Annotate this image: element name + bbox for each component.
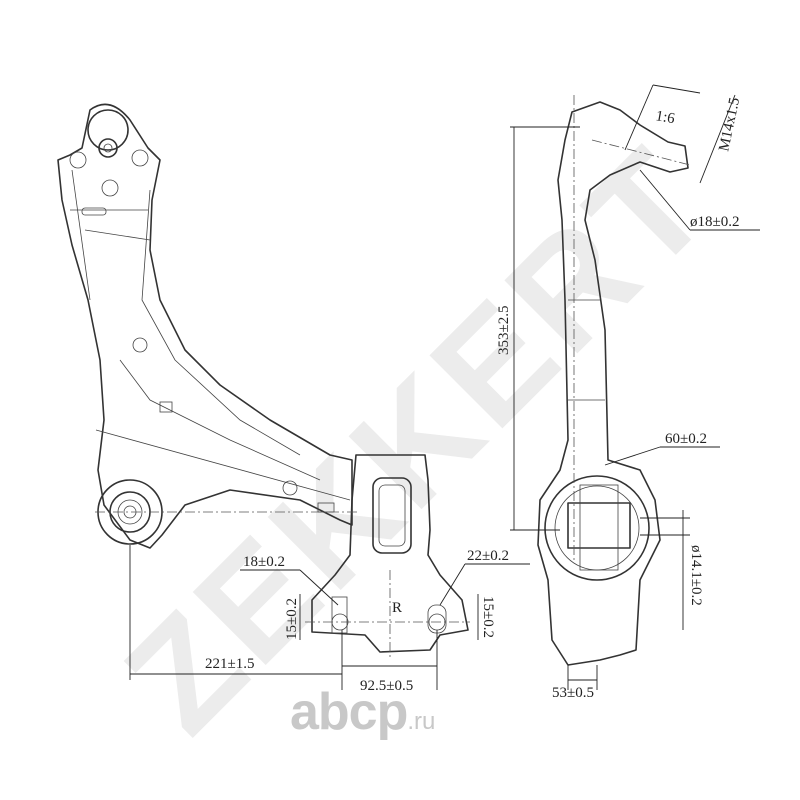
dim-slot-left-height: 15±0.2	[284, 598, 300, 640]
dim-bushing-width: 60±0.2	[665, 431, 707, 447]
dim-slot-right-width: 22±0.2	[467, 548, 509, 564]
abcp-logo: abcp.ru	[290, 683, 436, 741]
dim-bolt-hole-dia: ø14.1±0.2	[688, 545, 704, 606]
control-arm-side-view	[537, 95, 691, 666]
dim-slot-right-height: 15±0.2	[480, 596, 496, 638]
dim-height: 353±2.5	[496, 306, 512, 355]
dim-slot-radius: R	[392, 600, 402, 616]
left-dimensions: 221±1.5 92.5±0.5 18±0.2 22±0.2 R 15±0.2 …	[129, 545, 530, 694]
dim-ball-pin-dia: ø18±0.2	[690, 214, 739, 230]
dim-bracket-width: 53±0.5	[552, 685, 594, 701]
dim-slot-left-width: 18±0.2	[243, 554, 285, 570]
dim-center-distance: 221±1.5	[205, 656, 254, 672]
dim-thread: M14x1.5	[716, 96, 743, 153]
dim-taper: 1:6	[654, 108, 676, 127]
dim-slot-spacing: 92.5±0.5	[360, 678, 413, 694]
control-arm-top-view	[57, 103, 470, 660]
